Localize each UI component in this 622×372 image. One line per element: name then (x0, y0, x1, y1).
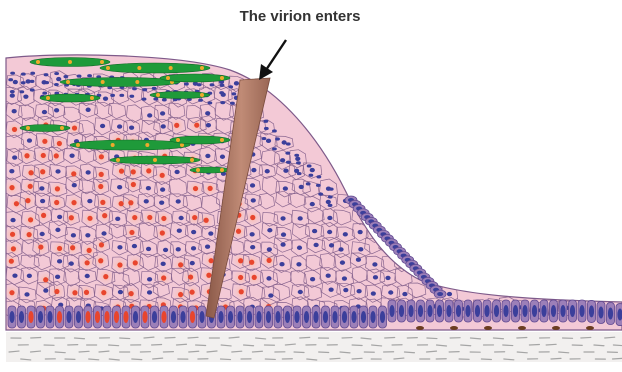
dermis-layer (6, 332, 622, 362)
epithelium-body (3, 42, 622, 330)
arrow-icon (259, 40, 286, 80)
annotation-label: The virion enters (200, 8, 400, 25)
